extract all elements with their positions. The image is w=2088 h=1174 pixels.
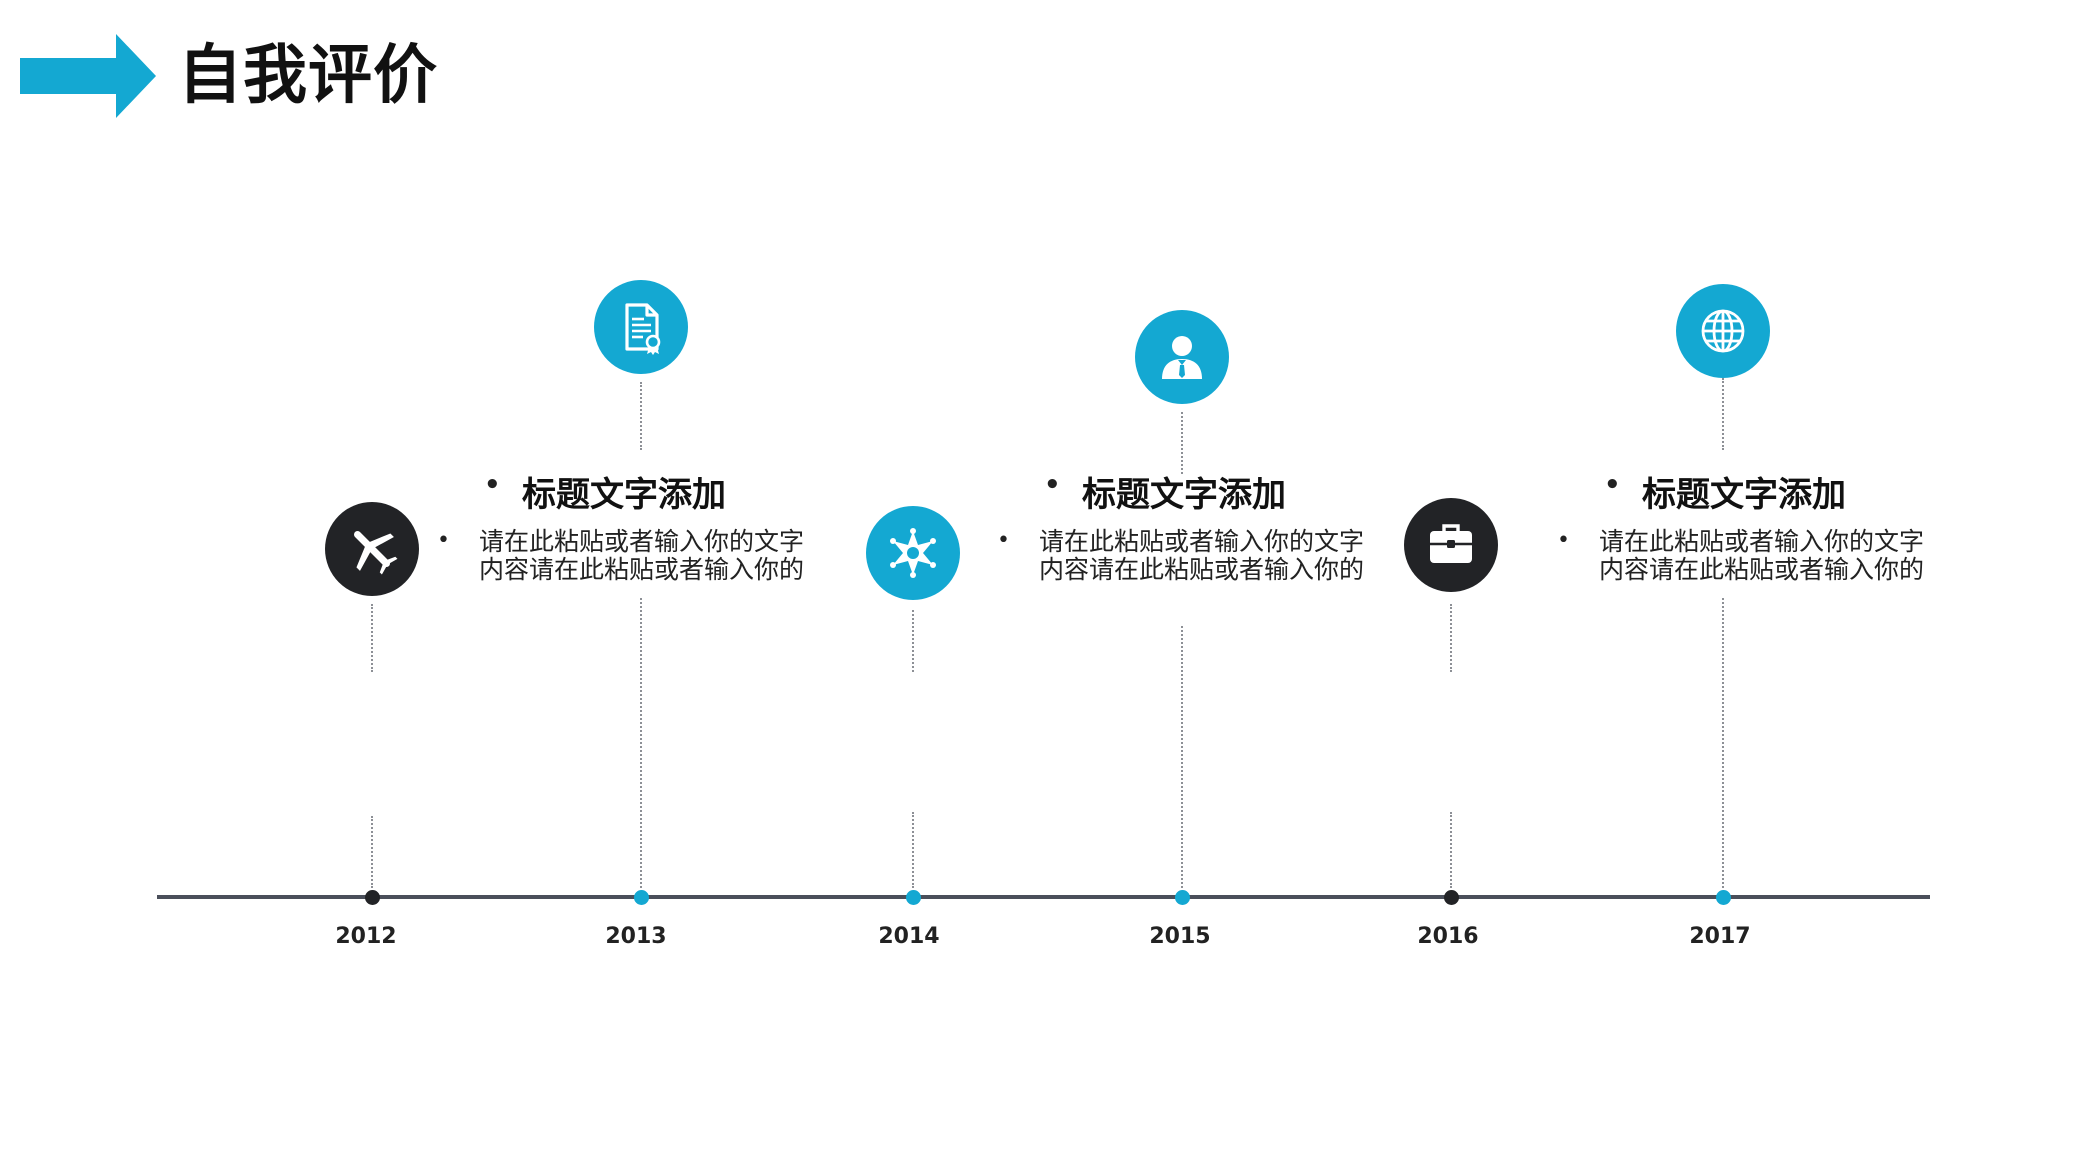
- timeline-dot: [1443, 890, 1459, 905]
- bullet-dot: •: [1557, 528, 1570, 553]
- bullet-dot: •: [1044, 470, 1061, 500]
- page-title: 自我评价: [178, 39, 438, 113]
- timeline-dot: [633, 890, 649, 905]
- connector-line: [912, 610, 914, 672]
- timeline-axis: [157, 895, 1930, 899]
- block-heading: 标题文字添加: [522, 475, 726, 515]
- block-body-line: 请在此粘贴或者输入你的文字: [1599, 527, 1925, 556]
- timeline-dot: [1174, 890, 1190, 905]
- businessman-icon: [1135, 310, 1229, 404]
- connector-line: [371, 816, 373, 888]
- briefcase-icon: [1404, 498, 1498, 592]
- year-label: 2016: [1417, 924, 1479, 949]
- connector-line: [1722, 598, 1724, 888]
- timeline-dot: [364, 890, 380, 905]
- certificate-document-icon: [594, 280, 688, 374]
- timeline-dot: [905, 890, 921, 905]
- globe-icon: [1676, 284, 1770, 378]
- block-body: 请在此粘贴或者输入你的文字 内容请在此粘贴或者输入你的: [1599, 528, 1959, 584]
- connector-line: [1181, 626, 1183, 888]
- block-body: 请在此粘贴或者输入你的文字 内容请在此粘贴或者输入你的: [1039, 528, 1399, 584]
- timeline-dot: [1715, 890, 1731, 905]
- year-label: 2012: [335, 924, 397, 949]
- block-body: 请在此粘贴或者输入你的文字 内容请在此粘贴或者输入你的: [479, 528, 839, 584]
- bullet-dot: •: [437, 528, 450, 553]
- block-heading: 标题文字添加: [1082, 475, 1286, 515]
- bullet-dot: •: [1604, 470, 1621, 500]
- block-body-line: 请在此粘贴或者输入你的文字: [1039, 527, 1365, 556]
- block-body-line: 内容请在此粘贴或者输入你的: [1599, 555, 1925, 584]
- connector-line: [371, 604, 373, 672]
- year-label: 2014: [878, 924, 940, 949]
- airplane-icon: [325, 502, 419, 596]
- year-label: 2015: [1149, 924, 1211, 949]
- year-label: 2013: [605, 924, 667, 949]
- connector-line: [1181, 412, 1183, 474]
- bullet-dot: •: [484, 470, 501, 500]
- connector-line: [912, 812, 914, 888]
- year-label: 2017: [1689, 924, 1751, 949]
- block-body-line: 内容请在此粘贴或者输入你的: [1039, 555, 1365, 584]
- connector-line: [1450, 812, 1452, 888]
- connector-line: [640, 598, 642, 888]
- connector-line: [640, 382, 642, 450]
- arrow-icon: [20, 34, 156, 118]
- connector-line: [1450, 604, 1452, 672]
- connector-line: [1722, 378, 1724, 450]
- block-heading: 标题文字添加: [1642, 475, 1846, 515]
- bullet-dot: •: [997, 528, 1010, 553]
- block-body-line: 内容请在此粘贴或者输入你的: [479, 555, 805, 584]
- sheriff-star-icon: [866, 506, 960, 600]
- block-body-line: 请在此粘贴或者输入你的文字: [479, 527, 805, 556]
